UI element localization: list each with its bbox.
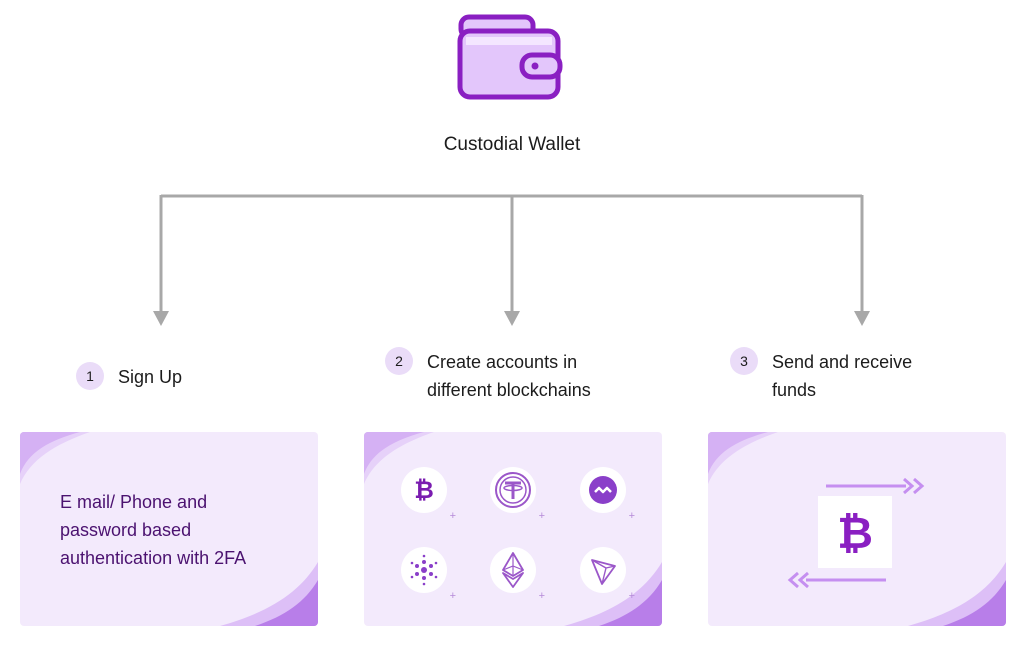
auth-line: password based xyxy=(60,520,192,540)
svg-text:₿: ₿ xyxy=(414,476,434,504)
polygon-icon: + xyxy=(580,467,635,522)
step-label-sign-up: Sign Up xyxy=(118,367,183,387)
card-decoration xyxy=(364,432,662,626)
arrow-down-icon xyxy=(153,311,169,326)
step-label-create-accounts: Create accounts in different blockchains xyxy=(427,348,591,404)
step-label-line: Create accounts in xyxy=(427,352,578,372)
arrow-down-icon xyxy=(854,311,870,326)
card-decoration xyxy=(708,432,1006,626)
step-number-badge: 2 xyxy=(385,347,413,375)
blockchains-card: ₿ + + + + xyxy=(364,432,662,626)
step-number-badge: 1 xyxy=(76,362,104,390)
arrow-left-icon xyxy=(787,571,886,589)
svg-text:₿: ₿ xyxy=(837,508,873,559)
arrow-right-icon xyxy=(826,477,925,495)
auth-line: E mail/ Phone and xyxy=(60,492,208,512)
step-label-line: funds xyxy=(772,380,817,400)
step-number-badge: 3 xyxy=(730,347,758,375)
tron-icon: + xyxy=(580,547,635,602)
tether-icon: + xyxy=(490,467,545,522)
bitcoin-icon: ₿ + xyxy=(401,467,456,522)
auth-description: E mail/ Phone and password based authent… xyxy=(60,488,300,572)
ethereum-icon: + xyxy=(490,547,545,602)
card-decoration xyxy=(20,432,318,626)
bitcoin-tile: ₿ xyxy=(818,496,892,568)
step-label-line: Send and receive xyxy=(772,352,913,372)
transfer-card: ₿ xyxy=(708,432,1006,626)
step-label-send-receive: Send and receive funds xyxy=(772,348,912,404)
auth-card: E mail/ Phone and password based authent… xyxy=(20,432,318,626)
wallet-icon xyxy=(457,14,563,100)
bitcoin-icon: ₿ xyxy=(837,508,873,559)
auth-line: authentication with 2FA xyxy=(60,548,247,568)
diagram-title: Custodial Wallet xyxy=(443,134,581,155)
cardano-icon: + xyxy=(401,547,456,602)
step-label-line: different blockchains xyxy=(427,380,591,400)
arrow-down-icon xyxy=(504,311,520,326)
